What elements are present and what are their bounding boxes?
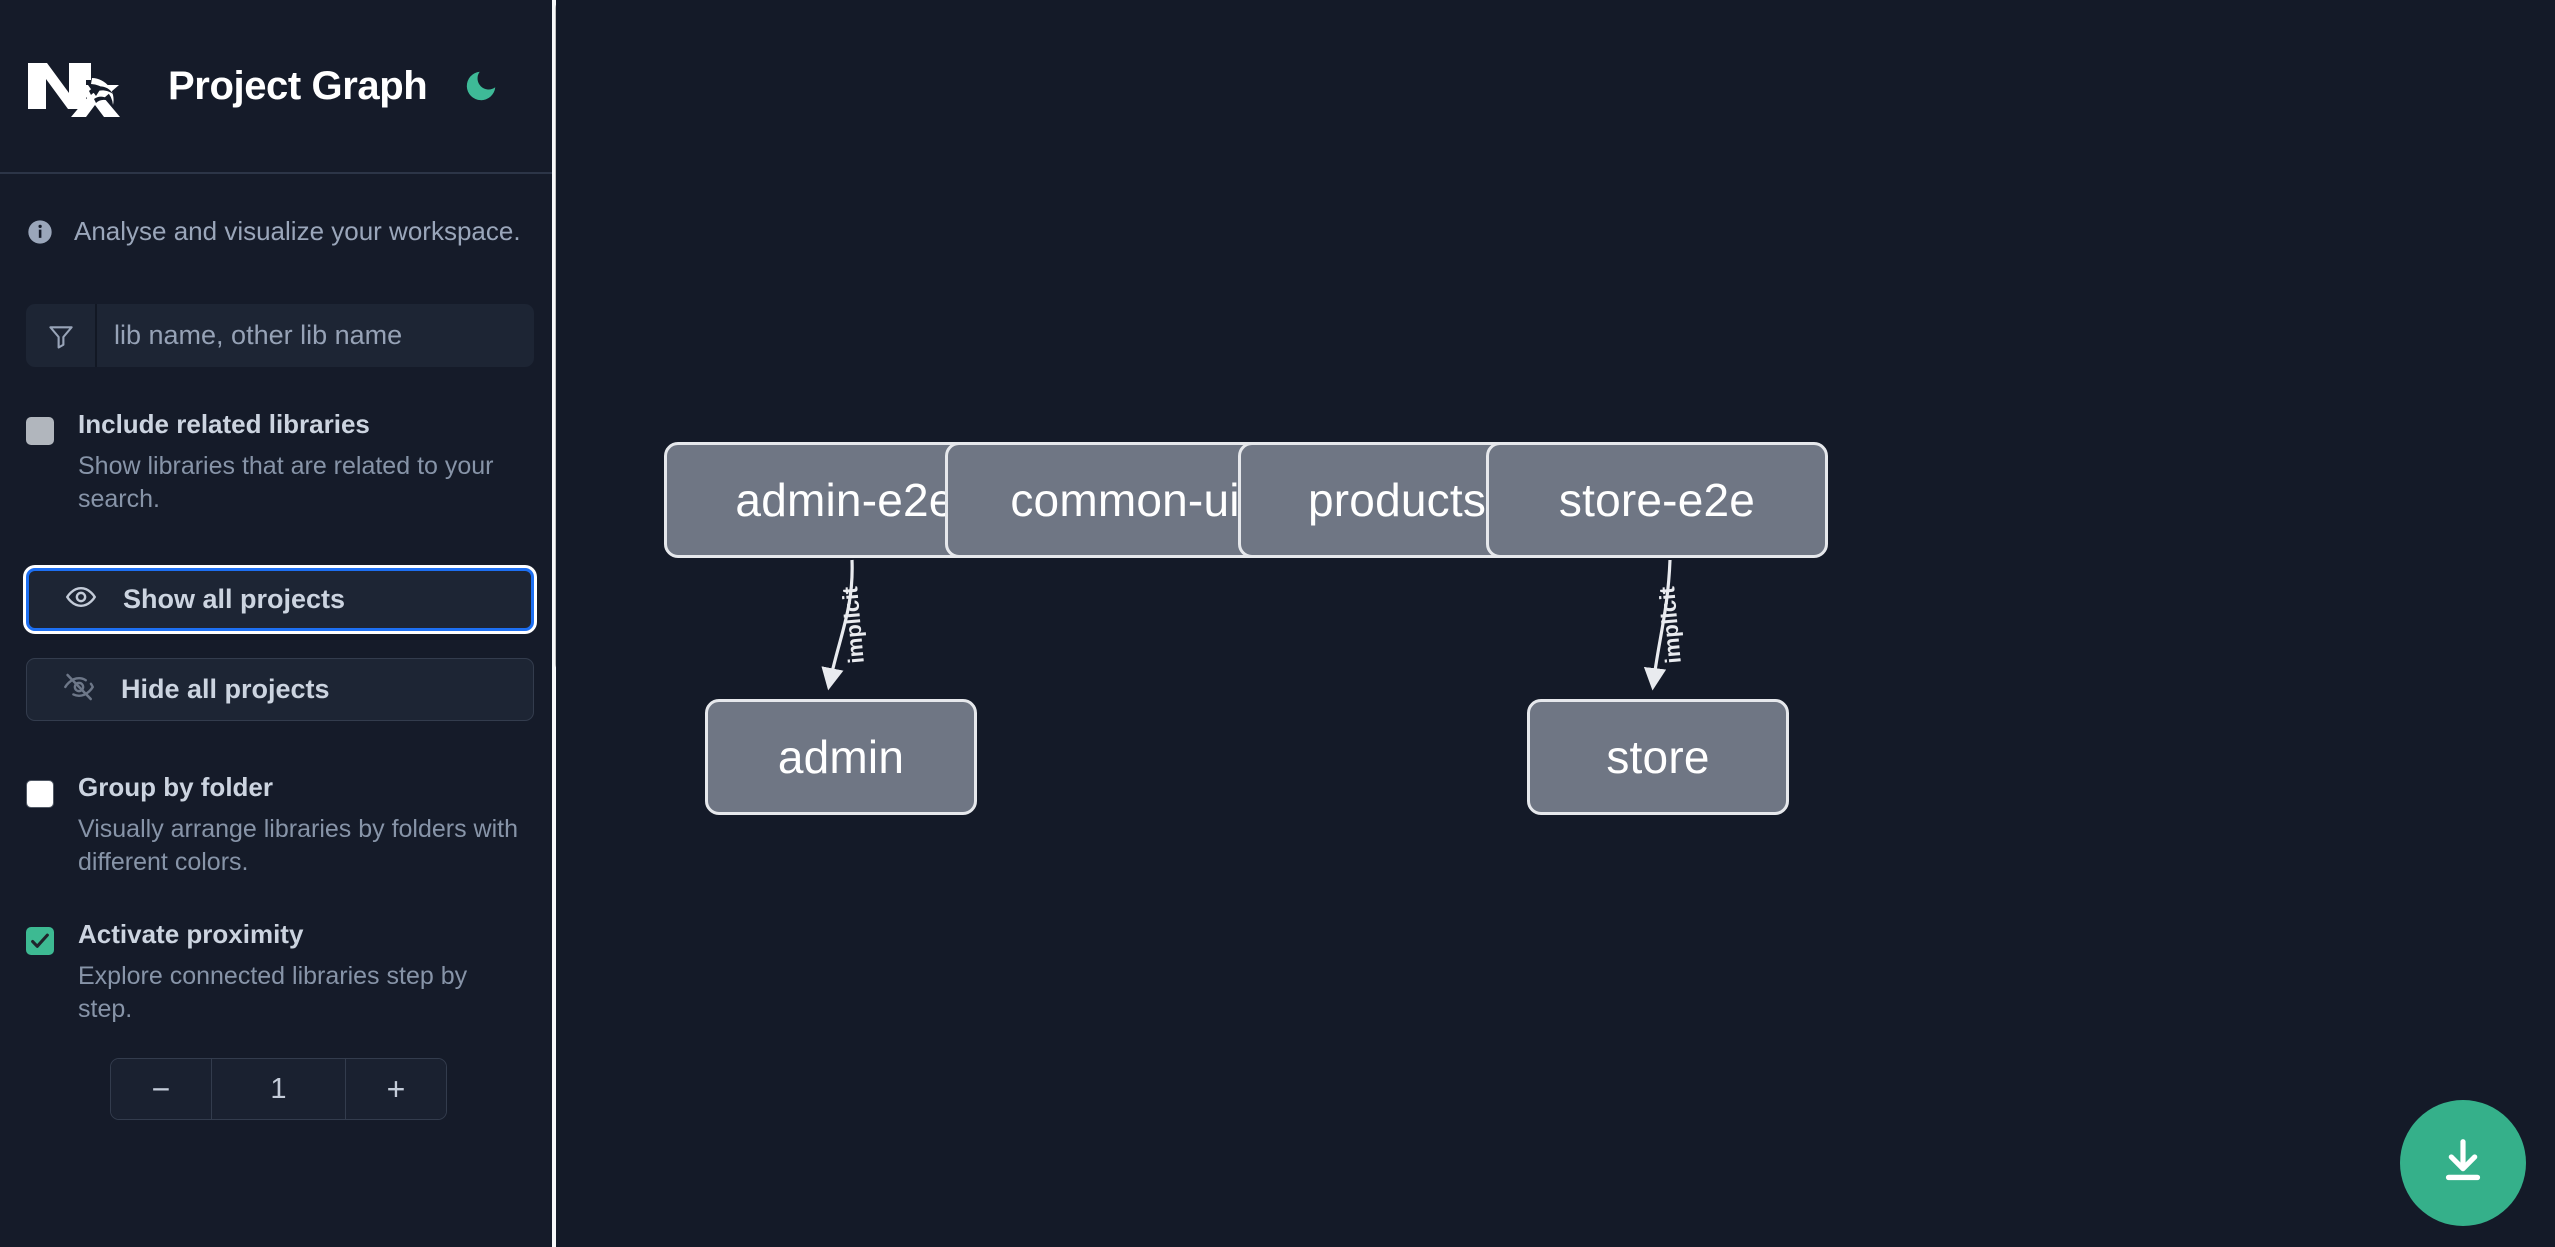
node-label: products [1307,474,1487,526]
sidebar-header: Project Graph [0,0,556,174]
node-label: common-ui [1010,474,1240,526]
node-label: store-e2e [1558,474,1756,526]
search-bar[interactable] [26,304,534,367]
graph-node-admin[interactable]: admin [705,699,977,815]
proximity-stepper[interactable]: − 1 + [110,1058,447,1120]
search-input[interactable] [97,304,534,367]
checkbox-include-related-libraries[interactable] [26,417,54,445]
graph-edges [821,559,1672,691]
page-title: Project Graph [168,63,428,108]
option-label: Activate proximity [78,919,304,949]
info-icon [26,218,54,246]
moon-icon[interactable] [459,64,503,108]
graph-node-store[interactable]: store [1527,699,1789,815]
hide-all-projects-label: Hide all projects [121,674,330,704]
option-description: Explore connected libraries step by step… [78,962,468,1023]
filter-icon [26,304,97,367]
proximity-decrement-button[interactable]: − [111,1059,212,1119]
eye-off-icon [63,671,95,708]
eye-icon [65,581,97,618]
option-description: Visually arrange libraries by folders wi… [78,815,519,876]
nx-logo [26,55,130,117]
option-include-related-libraries[interactable]: Include related libraries Show libraries… [0,411,556,516]
graph-canvas[interactable]: implicit implicit admin-e2e common-ui pr… [570,0,2555,1247]
option-texts: Activate proximity Explore connected lib… [78,921,528,1026]
option-group-by-folder[interactable]: Group by folder Visually arrange librari… [0,774,556,879]
subtitle-text: Analyse and visualize your workspace. [74,216,521,246]
option-label: Group by folder [78,772,273,802]
workspace-subtitle: Analyse and visualize your workspace. [0,174,556,247]
option-label: Include related libraries [78,409,370,439]
sidebar-scrollbar[interactable] [552,0,556,1247]
show-all-projects-button[interactable]: Show all projects [26,568,534,631]
checkbox-activate-proximity[interactable] [26,927,54,955]
sidebar-scrollbar-thumb[interactable] [555,2,556,670]
download-graph-button[interactable] [2400,1100,2526,1226]
show-all-projects-label: Show all projects [123,584,346,614]
graph-node-store-e2e[interactable]: store-e2e [1486,442,1828,558]
sidebar: Project Graph Analyse and visualize your… [0,0,556,1247]
node-label: store [1606,731,1710,783]
node-label: admin [777,731,905,783]
option-texts: Group by folder Visually arrange librari… [78,774,528,879]
option-description: Show libraries that are related to your … [78,452,494,513]
download-icon [2436,1134,2490,1193]
hide-all-projects-button[interactable]: Hide all projects [26,658,534,721]
option-texts: Include related libraries Show libraries… [78,411,528,516]
proximity-increment-button[interactable]: + [345,1059,446,1119]
edge-admin-e2e-to-admin [821,559,854,691]
option-activate-proximity[interactable]: Activate proximity Explore connected lib… [0,921,556,1026]
edge-store-e2e-to-store [1643,559,1672,691]
proximity-value: 1 [212,1059,345,1119]
node-label: admin-e2e [735,474,955,526]
checkbox-group-by-folder[interactable] [26,780,54,808]
